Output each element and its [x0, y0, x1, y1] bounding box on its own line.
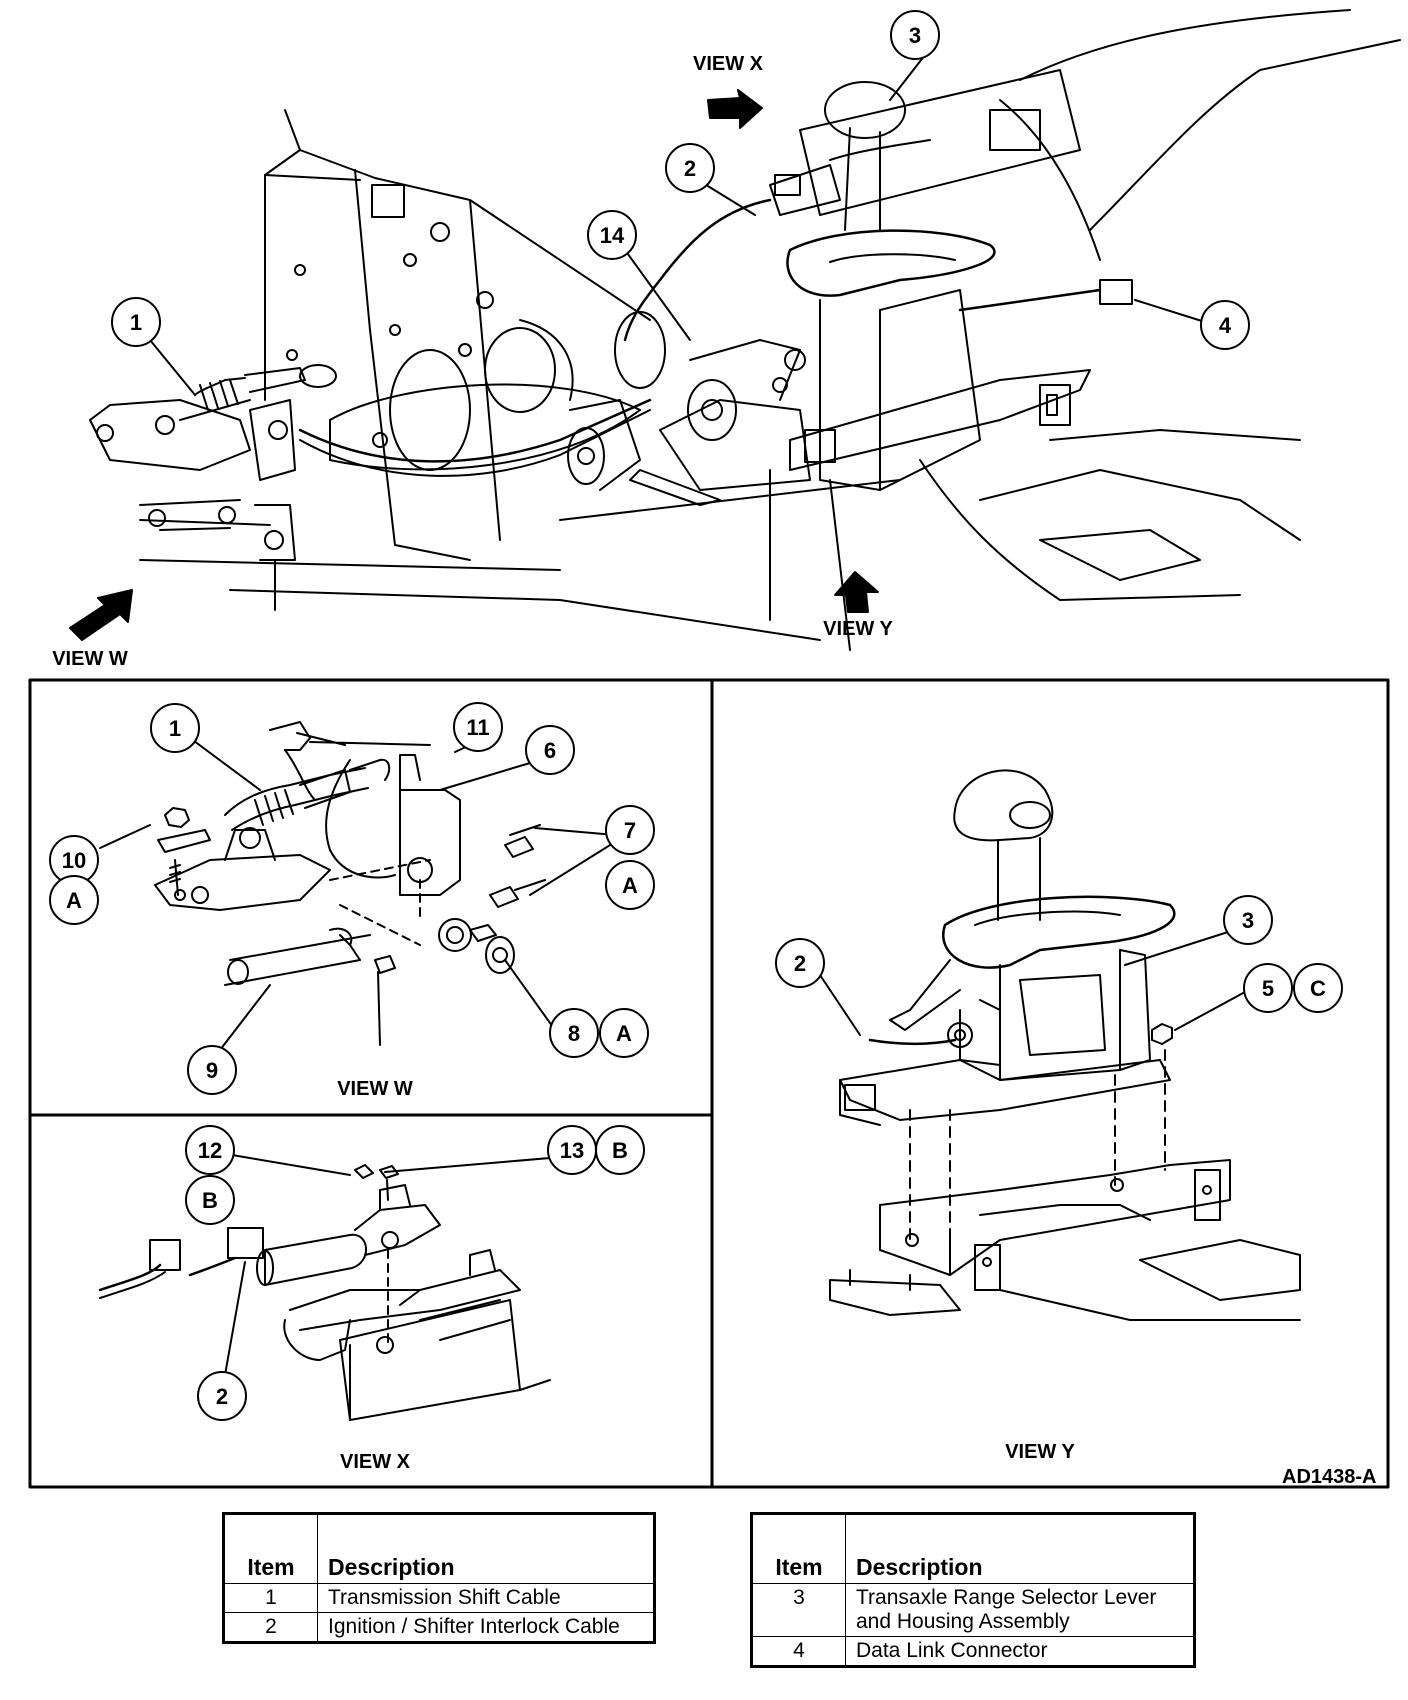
callout-c: C [1310, 976, 1326, 1001]
overview-callouts [111, 10, 1250, 350]
legend-item-number: 2 [223, 1612, 318, 1643]
legend-item-header: Item [751, 1513, 846, 1584]
legend-item-number: 3 [751, 1583, 846, 1637]
callout-7: 7 [624, 818, 636, 843]
callout-12: 12 [198, 1138, 222, 1163]
panel-x-title: VIEW X [340, 1451, 411, 1473]
legend-row: 1 Transmission Shift Cable [223, 1583, 655, 1613]
callout-3-view-y: 3 [1242, 908, 1254, 933]
callout-13: 13 [560, 1138, 584, 1163]
legend-table-left: Item Description 1 Transmission Shift Ca… [222, 1512, 656, 1644]
callout-1-top: 1 [130, 310, 142, 335]
legend-header-row: Item Description [223, 1513, 655, 1584]
callout-14-top: 14 [600, 223, 625, 248]
overview-drawing [69, 9, 1401, 651]
legend-header-row: Item Description [751, 1513, 1195, 1584]
legend-description-header: Description [317, 1513, 655, 1584]
callout-3-top: 3 [909, 23, 921, 48]
legend-table-right: Item Description 3 Transaxle Range Selec… [750, 1512, 1196, 1668]
callout-4-top: 4 [1219, 313, 1232, 338]
view-w-drawing [154, 721, 546, 1046]
view-y-arrow-label: VIEW Y [823, 618, 893, 640]
callout-a-view-w-bottom: A [616, 1021, 632, 1046]
legend-row: 3 Transaxle Range Selector Lever and Hou… [751, 1583, 1195, 1637]
callout-11: 11 [466, 715, 489, 740]
view-y-callouts [775, 895, 1343, 1013]
legend-item-description: Data Link Connector [845, 1636, 1195, 1667]
view-y-drawing [829, 769, 1301, 1321]
view-y-leaders [819, 931, 1246, 1036]
overview-leaders [149, 54, 1206, 396]
callout-a-view-w-left: A [66, 888, 82, 913]
legend-row: 2 Ignition / Shifter Interlock Cable [223, 1612, 655, 1643]
callout-8: 8 [568, 1021, 580, 1046]
callout-6: 6 [544, 738, 556, 763]
view-x-arrow-label: VIEW X [693, 53, 764, 75]
legend-item-header: Item [223, 1513, 318, 1584]
legend-item-number: 4 [751, 1636, 846, 1667]
legend-row: 4 Data Link Connector [751, 1636, 1195, 1667]
legend-item-description: Transaxle Range Selector Lever and Housi… [845, 1583, 1195, 1637]
callout-b-right: B [612, 1138, 628, 1163]
callout-a-view-w-right: A [622, 873, 638, 898]
legend-item-description: Transmission Shift Cable [317, 1583, 655, 1613]
view-w-callouts [49, 702, 655, 1095]
legend-description-header: Description [845, 1513, 1195, 1584]
panel-frames [28, 678, 1390, 1489]
callout-1-view-w: 1 [169, 716, 181, 741]
legend-item-number: 1 [223, 1583, 318, 1613]
view-x-drawing [98, 1164, 551, 1421]
view-w-leaders [99, 732, 616, 1051]
callout-2-view-x: 2 [216, 1384, 228, 1409]
panel-w-title: VIEW W [337, 1078, 413, 1100]
view-x-callouts [185, 1125, 645, 1421]
callout-b-left: B [202, 1188, 218, 1213]
panel-y-title: VIEW Y [1005, 1441, 1075, 1463]
legend-item-description: Ignition / Shifter Interlock Cable [317, 1612, 655, 1643]
callout-9: 9 [206, 1058, 218, 1083]
callout-5: 5 [1262, 976, 1274, 1001]
callout-2-view-y: 2 [794, 951, 806, 976]
view-x-leaders [224, 1154, 551, 1376]
callout-2-top: 2 [684, 156, 696, 181]
view-w-arrow-label: VIEW W [52, 648, 128, 670]
callout-10: 10 [62, 848, 86, 873]
figure-code: AD1438-A [1282, 1466, 1377, 1488]
